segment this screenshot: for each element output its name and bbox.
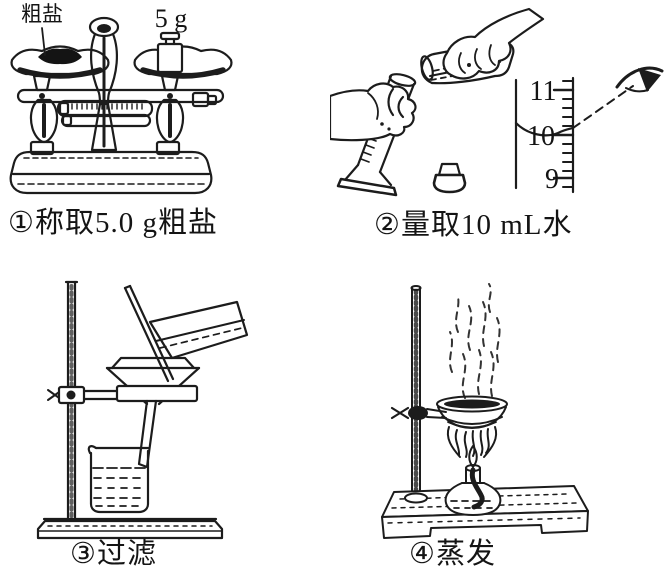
scale-tick-11: 11: [530, 76, 557, 107]
iron-stand-rod: [410, 285, 422, 495]
wick-icon: [469, 467, 485, 510]
filtration-drawing: [36, 280, 249, 540]
salt-pile-icon: [38, 48, 82, 65]
salt-leader-line: [41, 27, 46, 56]
panel-evaporating: ④蒸发: [330, 240, 665, 573]
left-hand-icon: [330, 82, 417, 142]
evaporating-dish-icon: [436, 395, 508, 429]
flame-icon: [446, 426, 498, 468]
rider-scale-icon: [56, 99, 154, 128]
caption-step1: ①称取5.0 g粗盐: [8, 207, 218, 239]
caption-step2: ②量取10 mL水: [374, 209, 573, 241]
meniscus-icon: [514, 121, 575, 137]
steam-icon: [449, 283, 501, 399]
salt-label: 粗盐: [21, 2, 63, 26]
measuring-drawing: 11 10 9: [330, 7, 664, 197]
bottle-stopper-icon: [432, 162, 467, 194]
pouring-beaker-icon: [148, 300, 249, 360]
weight-label: 5 g: [155, 4, 188, 33]
evaporation-drawing: [381, 283, 589, 539]
adjust-knob-icon: [191, 91, 218, 108]
right-hand-icon: [442, 7, 545, 80]
right-pan: [133, 31, 233, 92]
scale-closeup: [514, 76, 634, 194]
panel-weighing: 粗盐 5 g ①称取5.0 g粗盐: [0, 0, 330, 240]
panel-measuring: 11 10 9 ②量取10 mL水: [330, 0, 665, 241]
balance-pointer: [88, 16, 120, 152]
filter-paper-icon: [110, 356, 196, 370]
clamp: [47, 385, 122, 405]
receiving-beaker-icon: [87, 445, 150, 514]
eye-icon: [615, 66, 664, 93]
balance-drawing: 粗盐 5 g: [9, 2, 233, 195]
weight-5g-icon: [156, 31, 184, 74]
caption-step4: ④蒸发: [409, 538, 496, 570]
iron-ring: [441, 416, 503, 429]
rod-foot: [404, 492, 428, 504]
balance-columns: [29, 98, 185, 156]
scale-tick-9: 9: [545, 164, 559, 195]
left-pan: [10, 45, 110, 92]
funnel-stem: [137, 399, 158, 469]
funnel-ring: [115, 384, 199, 403]
panel-filtering: ③过滤: [0, 240, 330, 573]
alcohol-lamp-icon: [444, 464, 502, 516]
caption-step3: ③过滤: [70, 538, 157, 570]
sight-line-icon: [572, 85, 634, 129]
clamp: [390, 406, 447, 420]
scale-tick-10: 10: [527, 121, 555, 152]
balance-base: [9, 150, 213, 195]
glass-rod-icon: [123, 284, 175, 383]
stand-base: [36, 517, 224, 540]
